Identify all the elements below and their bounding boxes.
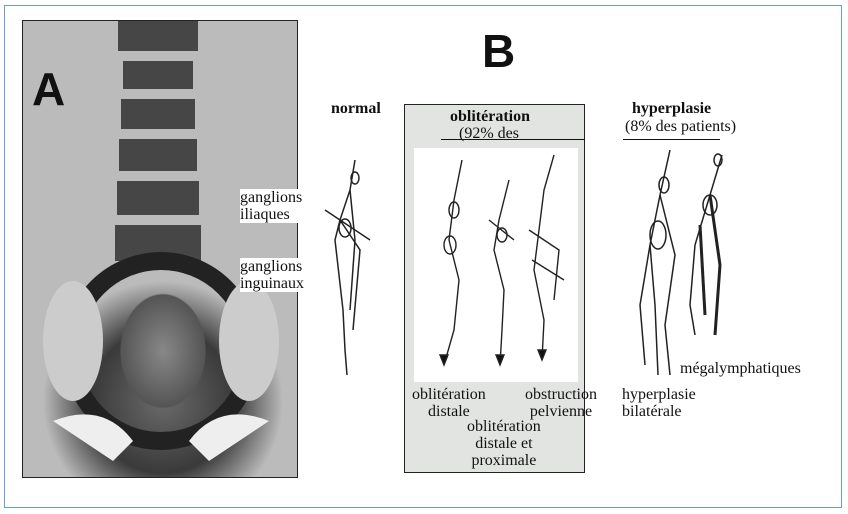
obliteration-underline	[441, 139, 585, 140]
label-ganglions-inguinaux: ganglions inguinaux	[240, 258, 304, 292]
label-obliteration-distale: oblitération distale	[412, 386, 486, 420]
label-normal: normal	[331, 100, 381, 117]
label-line: iliaques	[240, 206, 290, 223]
figure-frame	[4, 5, 842, 508]
label-line: oblitération	[467, 418, 541, 435]
label-line: obstruction	[525, 386, 597, 403]
label-ganglions-iliaques: ganglions iliaques	[240, 189, 303, 223]
hyperplasie-underline	[623, 139, 720, 140]
label-hyperplasie-bilaterale: hyperplasie bilatérale	[622, 386, 696, 420]
label-obliteration-percent: (92% des	[459, 125, 519, 142]
obliteration-images-area	[414, 148, 578, 382]
panel-a-label: A	[32, 63, 66, 115]
label-line: ganglions	[240, 189, 303, 206]
label-line: hyperplasie	[622, 386, 696, 403]
label-obliteration: oblitération	[450, 108, 530, 125]
label-line: oblitération	[412, 386, 486, 403]
label-line: proximale	[471, 452, 537, 469]
label-obliteration-distale-proximale: oblitération distale et proximale	[467, 418, 541, 469]
hyperplasia-lymphatic-drawings	[639, 149, 723, 376]
label-line: inguinaux	[240, 275, 304, 292]
label-hyperplasie-percent: (8% des patients)	[625, 118, 737, 135]
xray-spine-drawing	[43, 21, 279, 461]
normal-lymphatic-drawing	[324, 159, 371, 376]
lymphangiography-xray-image	[22, 20, 298, 478]
label-line: distale et	[475, 435, 533, 452]
label-line: distale	[428, 403, 470, 420]
label-line: ganglions	[240, 258, 303, 275]
label-line: bilatérale	[622, 403, 682, 420]
label-hyperplasie: hyperplasie	[632, 100, 712, 117]
label-line: pelvienne	[529, 403, 593, 420]
panel-b-label: B	[482, 25, 516, 77]
label-megalymphatiques: mégalymphatiques	[680, 360, 801, 377]
obliteration-lymphatic-drawings	[438, 154, 565, 367]
label-obstruction-pelvienne: obstruction pelvienne	[525, 386, 597, 420]
